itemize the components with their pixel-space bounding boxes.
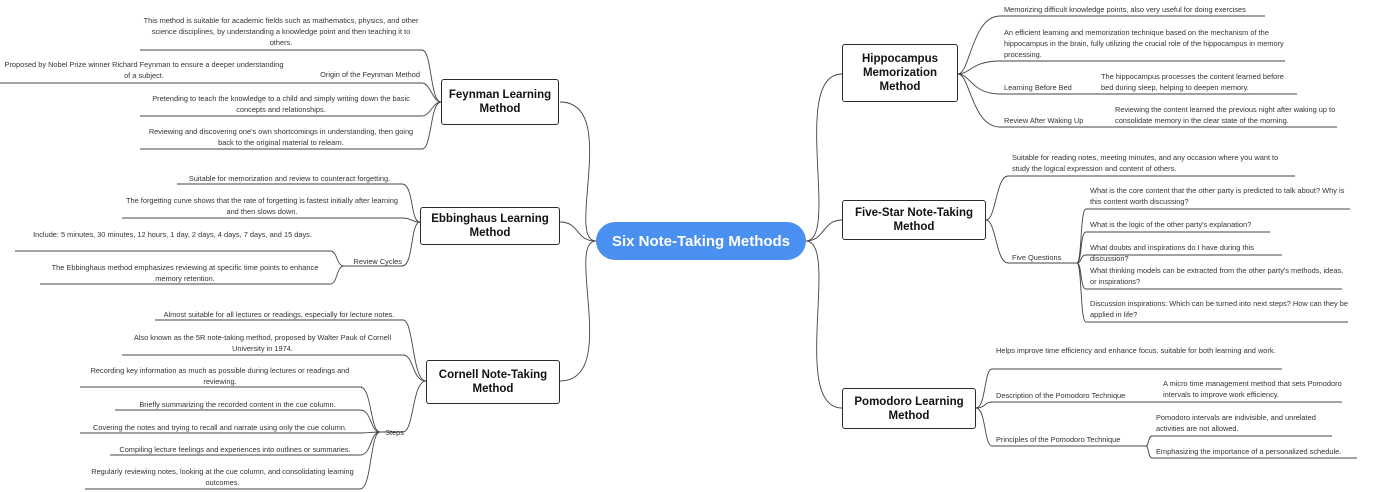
ebbinghaus-cycles-label[interactable]: Review Cycles — [353, 257, 402, 266]
fivestar-question[interactable]: What thinking models can be extracted fr… — [1090, 266, 1344, 286]
topic-cornell[interactable]: Cornell Note-Taking Method — [426, 360, 560, 404]
fivestar-question[interactable]: What doubts and inspirations do I have d… — [1090, 243, 1254, 263]
topic-hippocampus[interactable]: Hippocampus Memorization Method — [842, 44, 958, 102]
central-topic[interactable]: Six Note-Taking Methods — [596, 222, 806, 260]
cornell-aka-text[interactable]: Also known as the 5R note-taking method,… — [133, 333, 392, 353]
topic-pomodoro[interactable]: Pomodoro Learning Method — [842, 388, 976, 429]
hippocampus-technique-text[interactable]: An efficient learning and memorization t… — [1004, 28, 1284, 59]
pomodoro-helps-text[interactable]: Helps improve time efficiency and enhanc… — [996, 346, 1276, 355]
pomodoro-principle[interactable]: Emphasizing the importance of a personal… — [1156, 447, 1342, 456]
branch-ebbinghaus — [559, 221, 597, 242]
ebbinghaus-cycles-detail[interactable]: Include: 5 minutes, 30 minutes, 12 hours… — [33, 230, 312, 239]
ebbinghaus-emphasis-text[interactable]: The Ebbinghaus method emphasizes reviewi… — [51, 263, 319, 283]
fivestar-question[interactable]: What is the core content that the other … — [1090, 186, 1345, 206]
cornell-step[interactable]: Covering the notes and trying to recall … — [93, 423, 347, 432]
pomodoro-desc-label[interactable]: Description of the Pomodoro Technique — [996, 391, 1126, 400]
pomodoro-desc-detail[interactable]: A micro time management method that sets… — [1163, 379, 1342, 399]
branch-feynman — [559, 101, 597, 242]
topic-ebbinghaus[interactable]: Ebbinghaus Learning Method — [420, 207, 560, 245]
ebbinghaus-curve-text[interactable]: The forgetting curve shows that the rate… — [126, 196, 398, 216]
hippocampus-wake-label[interactable]: Review After Waking Up — [1004, 116, 1084, 125]
feynman-review-text[interactable]: Reviewing and discovering one's own shor… — [148, 127, 414, 147]
branch-hippocampus — [805, 73, 843, 242]
cornell-step[interactable]: Regularly reviewing notes, looking at th… — [91, 467, 354, 487]
hippocampus-wake-detail[interactable]: Reviewing the content learned the previo… — [1115, 105, 1336, 125]
feynman-origin-label[interactable]: Origin of the Feynman Method — [320, 70, 420, 79]
hippocampus-bed-detail[interactable]: The hippocampus processes the content le… — [1101, 72, 1284, 92]
ebbinghaus-suitable-text[interactable]: Suitable for memorization and review to … — [188, 174, 391, 183]
cornell-step[interactable]: Recording key information as much as pos… — [90, 366, 350, 386]
hippocampus-memorizing-text[interactable]: Memorizing difficult knowledge points, a… — [1004, 5, 1246, 14]
topic-feynman[interactable]: Feynman Learning Method — [441, 79, 559, 125]
topic-fivestar[interactable]: Five-Star Note-Taking Method — [842, 200, 986, 240]
pomodoro-principle[interactable]: Pomodoro intervals are indivisible, and … — [1156, 413, 1316, 433]
feynman-suitable-text[interactable]: This method is suitable for academic fie… — [143, 16, 419, 47]
branch-fivestar — [805, 219, 843, 242]
branch-pomodoro — [805, 240, 843, 409]
branch-cornell — [559, 240, 597, 382]
cornell-step[interactable]: Compiling lecture feelings and experienc… — [119, 445, 351, 454]
cornell-suitable-text[interactable]: Almost suitable for all lectures or read… — [163, 310, 395, 319]
feynman-origin-detail[interactable]: Proposed by Nobel Prize winner Richard F… — [4, 60, 284, 80]
fivestar-question[interactable]: Discussion inspirations: Which can be tu… — [1090, 299, 1348, 319]
cornell-step[interactable]: Briefly summarizing the recorded content… — [139, 400, 336, 409]
fivestar-question[interactable]: What is the logic of the other party's e… — [1090, 220, 1252, 229]
fivestar-questions-label[interactable]: Five Questions — [1012, 253, 1062, 262]
fivestar-suitable-text[interactable]: Suitable for reading notes, meeting minu… — [1012, 153, 1279, 173]
pomodoro-principles-label[interactable]: Principles of the Pomodoro Technique — [996, 435, 1121, 444]
cornell-steps-label[interactable]: Steps — [385, 428, 404, 437]
hippocampus-bed-label[interactable]: Learning Before Bed — [1004, 83, 1072, 92]
feynman-pretend-text[interactable]: Pretending to teach the knowledge to a c… — [152, 94, 410, 114]
